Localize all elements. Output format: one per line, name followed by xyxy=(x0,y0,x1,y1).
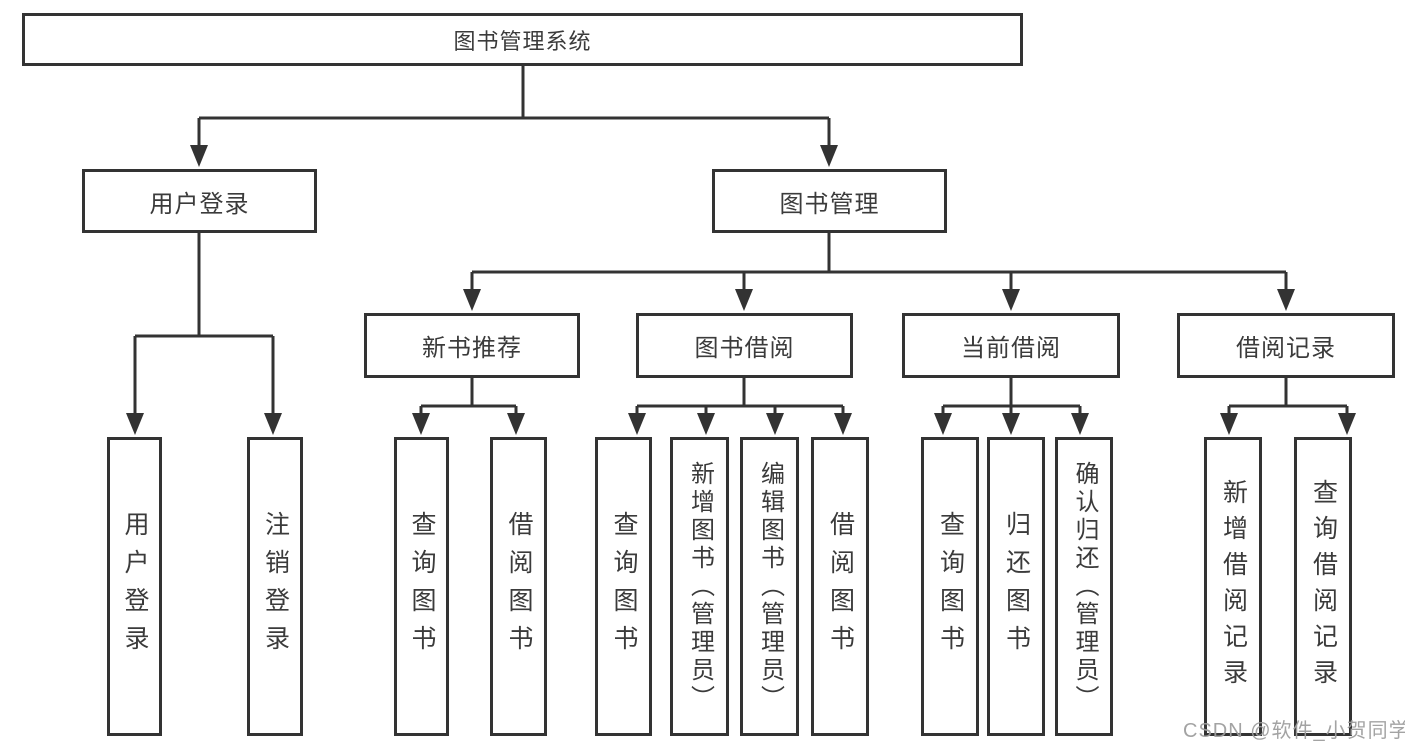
leaf-label: 用户登录 xyxy=(121,510,149,663)
node-borrow-records: 借阅记录 xyxy=(1177,313,1395,378)
leaf-node-query-books-1: 查询图书 xyxy=(394,437,449,736)
leaf-node-borrow-books-1: 借阅图书 xyxy=(490,437,547,736)
leaf-node-return-books: 归还图书 xyxy=(987,437,1045,736)
node-book-management: 图书管理 xyxy=(712,169,947,233)
node-label: 当前借阅 xyxy=(961,335,1061,362)
leaf-label: 新增图书（管理员） xyxy=(686,460,714,713)
leaf-label: 编辑图书（管理员） xyxy=(756,460,784,713)
leaf-node-logout: 注销登录 xyxy=(247,437,303,736)
leaf-node-borrow-books-2: 借阅图书 xyxy=(811,437,869,736)
leaf-label: 归还图书 xyxy=(1002,510,1031,663)
leaf-label: 查询图书 xyxy=(936,510,965,663)
node-label: 借阅记录 xyxy=(1236,335,1336,362)
node-user-login: 用户登录 xyxy=(82,169,317,233)
leaf-label: 查询图书 xyxy=(610,510,638,663)
node-current-borrow: 当前借阅 xyxy=(902,313,1120,378)
node-library-management-system: 图书管理系统 xyxy=(22,13,1023,66)
node-label: 图书管理 xyxy=(779,190,880,218)
node-label: 新书推荐 xyxy=(422,335,522,362)
leaf-label: 新增借阅记录 xyxy=(1219,478,1248,695)
node-label: 图书管理系统 xyxy=(453,28,592,54)
leaf-node-query-books-3: 查询图书 xyxy=(921,437,979,736)
node-label: 用户登录 xyxy=(149,190,250,218)
leaf-node-add-borrow-record: 新增借阅记录 xyxy=(1204,437,1262,736)
leaf-label: 查询图书 xyxy=(408,510,436,663)
leaf-label: 借阅图书 xyxy=(505,510,533,663)
node-label: 图书借阅 xyxy=(694,335,795,362)
leaf-label: 借阅图书 xyxy=(826,510,855,663)
leaf-node-query-books-2: 查询图书 xyxy=(595,437,652,736)
node-book-borrow: 图书借阅 xyxy=(636,313,853,378)
node-new-book-recommend: 新书推荐 xyxy=(364,313,580,378)
leaf-node-user-login: 用户登录 xyxy=(107,437,162,736)
leaf-label: 注销登录 xyxy=(261,510,290,663)
connector-shafts xyxy=(133,66,1349,418)
leaf-node-add-books-admin: 新增图书（管理员） xyxy=(670,437,729,736)
leaf-node-confirm-return-admin: 确认归还（管理员） xyxy=(1055,437,1113,736)
leaf-label: 查询借阅记录 xyxy=(1309,478,1338,695)
leaf-label: 确认归还（管理员） xyxy=(1071,460,1098,713)
leaf-node-query-borrow-record: 查询借阅记录 xyxy=(1294,437,1352,736)
csdn-watermark: CSDN @软件_小贺同学 xyxy=(1183,720,1405,742)
leaf-node-edit-books-admin: 编辑图书（管理员） xyxy=(740,437,799,736)
arrowheads xyxy=(126,145,1356,435)
